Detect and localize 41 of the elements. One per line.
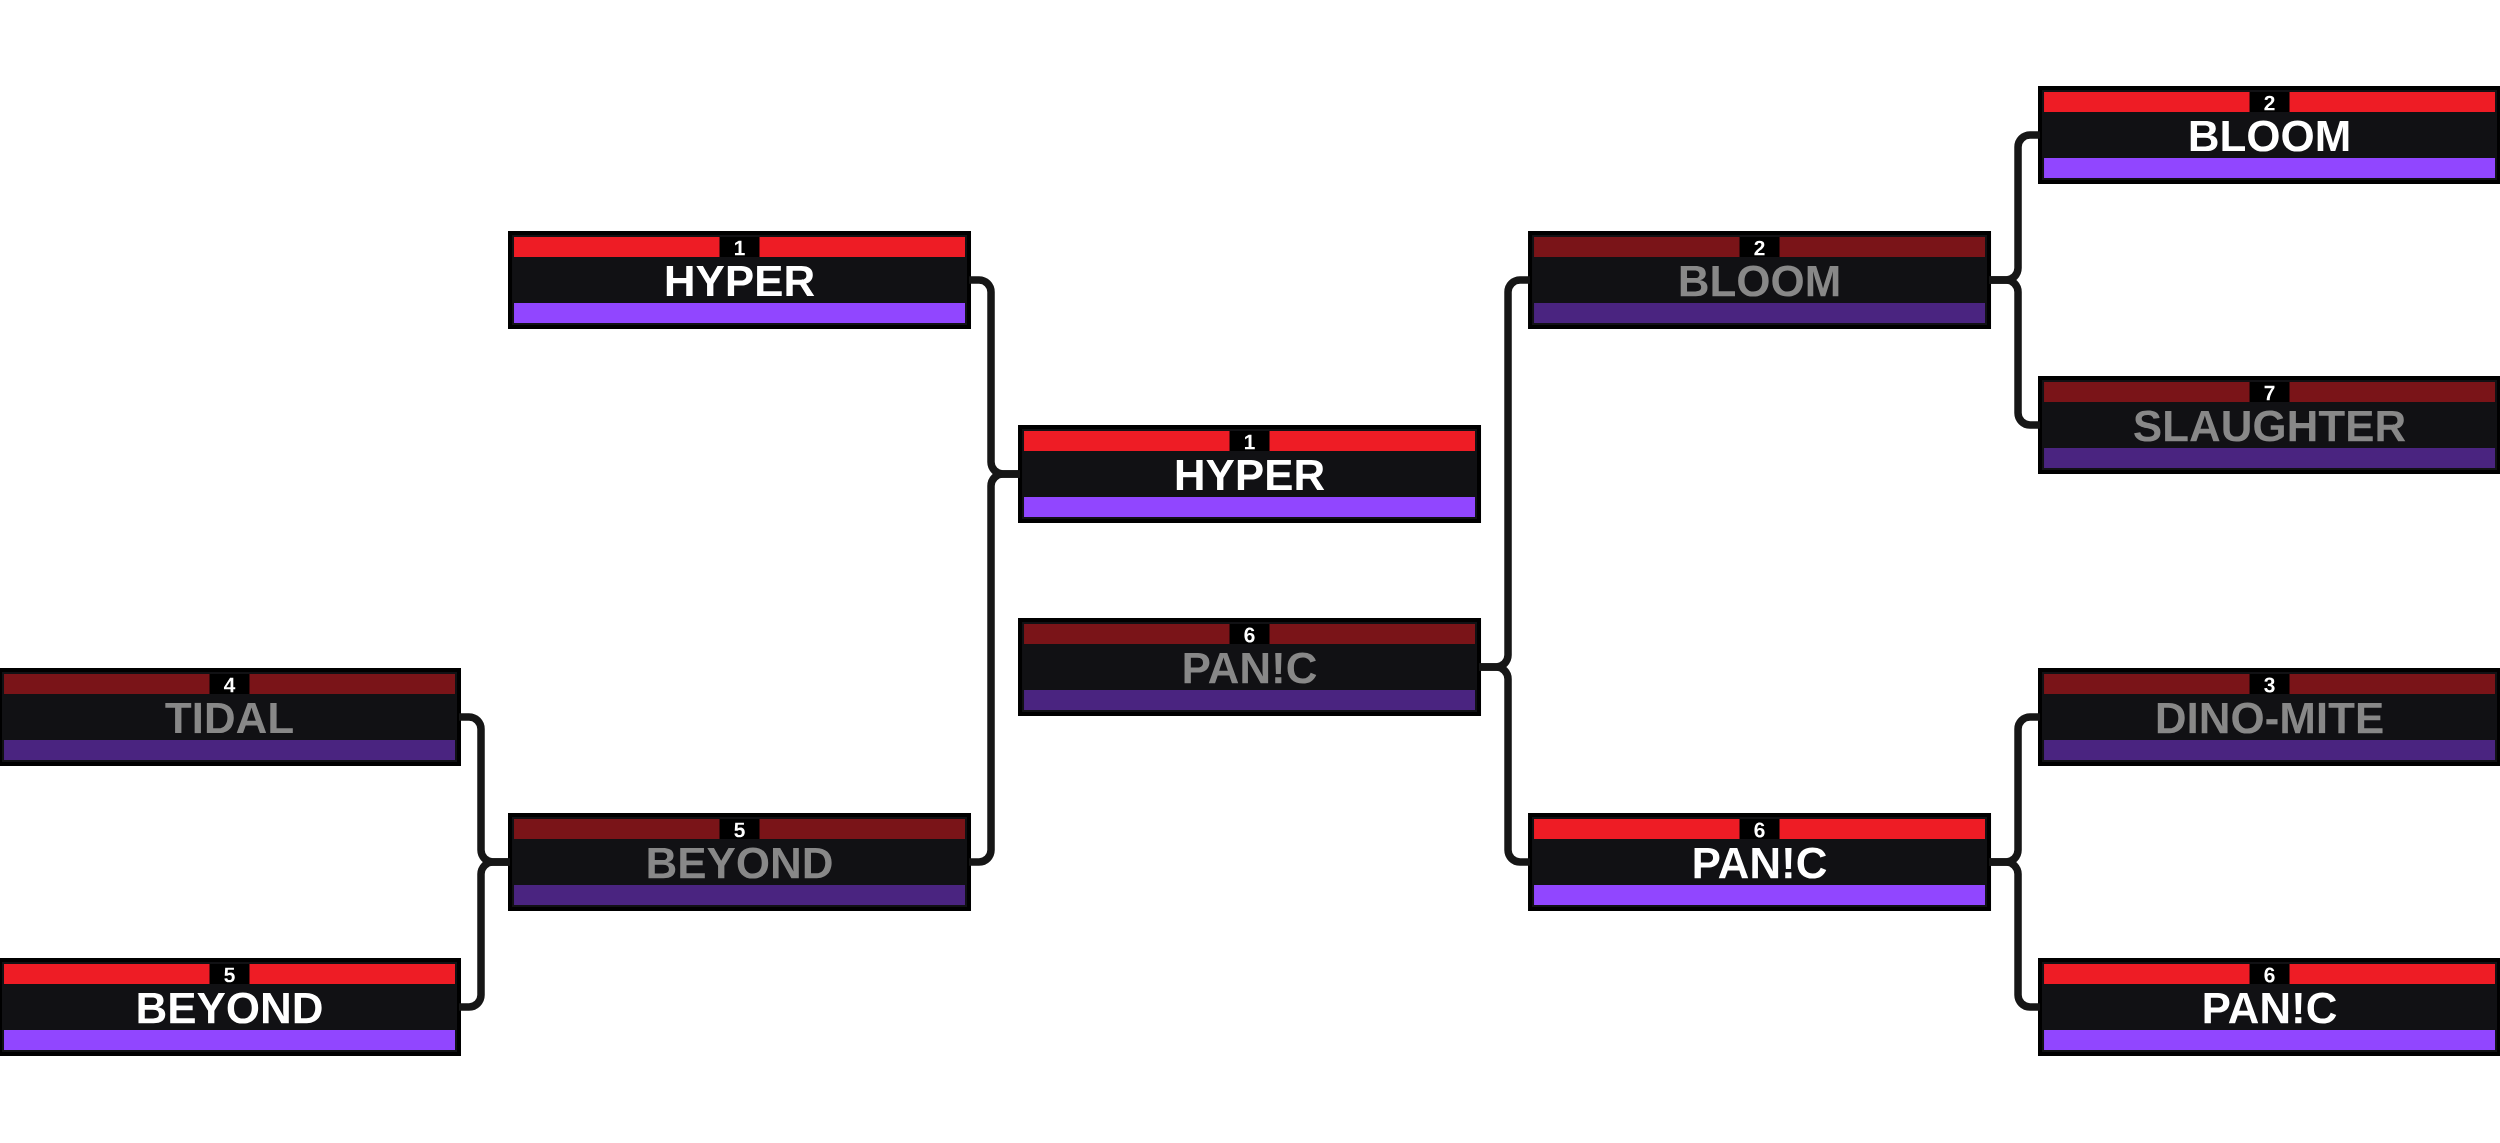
team-box: [0, 668, 461, 766]
team-box: [1018, 618, 1481, 716]
team-box: [1018, 425, 1481, 523]
team-name: BEYOND: [648, 847, 832, 879]
seed-number: 4: [223, 677, 236, 693]
seed-number: 6: [1244, 627, 1255, 643]
team-name: BLOOM: [1680, 265, 1839, 297]
team-name: PAN!C: [1184, 652, 1317, 684]
team-name: HYPER: [666, 265, 815, 297]
bracket-line: [459, 858, 510, 1011]
seed-number: 7: [2264, 385, 2275, 401]
team-box: [1528, 813, 1992, 911]
bracket-line: [1989, 858, 2041, 1011]
seed-number: 2: [1754, 240, 1765, 256]
team-box: [2038, 958, 2500, 1056]
team-box: [0, 958, 461, 1056]
team-name: PAN!C: [2204, 992, 2337, 1024]
team-box: [508, 813, 971, 911]
team-box: [2038, 376, 2500, 474]
team-name: SLAUGHTER: [2134, 410, 2406, 442]
team-box: [2038, 668, 2500, 766]
bracket-line: [1479, 663, 1530, 866]
seed-number: 5: [734, 822, 745, 838]
team-name: PAN!C: [1694, 847, 1827, 879]
team-box: [2038, 86, 2500, 184]
team-box: [1528, 231, 1992, 329]
team-name: DINO-MITE: [2157, 702, 2383, 734]
seed-number: 5: [224, 967, 235, 983]
team-name: BLOOM: [2190, 120, 2349, 152]
seed-number: 2: [2264, 95, 2275, 111]
team-name: HYPER: [1176, 459, 1325, 491]
seed-number: 3: [2264, 677, 2275, 693]
seed-number: 6: [1754, 822, 1765, 838]
team-name: BEYOND: [138, 992, 322, 1024]
bracket-line: [1989, 276, 2041, 429]
team-name: TIDAL: [165, 702, 293, 734]
seed-number: 1: [1245, 434, 1255, 450]
seed-number: 6: [2264, 967, 2275, 983]
team-box: [508, 231, 971, 329]
seed-number: 1: [734, 240, 745, 256]
bracket-line: [969, 470, 1020, 866]
